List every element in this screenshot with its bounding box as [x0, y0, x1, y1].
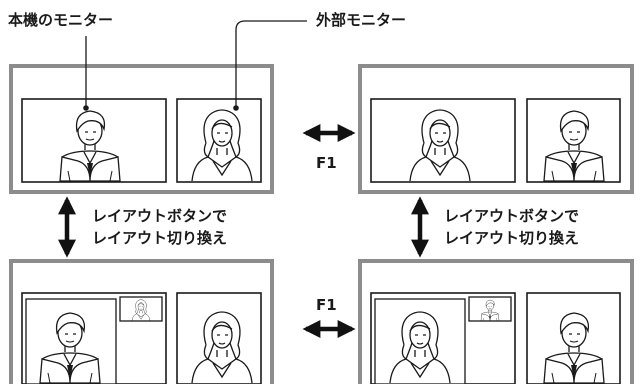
- layout-note-left: レイアウトボタンで レイアウト切り換え: [92, 205, 227, 249]
- layout-note-left-line-1: レイアウトボタンで: [92, 207, 228, 225]
- f1-label-top: F1: [316, 154, 337, 172]
- callout-label-main-monitor: 本機のモニター: [8, 11, 114, 29]
- layout-note-right-line-1: レイアウトボタンで: [444, 207, 580, 225]
- f1-label-bottom: F1: [316, 296, 337, 314]
- layout-note-right: レイアウトボタンで レイアウト切り換え: [444, 205, 579, 249]
- layout-note-right-line-2: レイアウト切り換え: [444, 229, 580, 247]
- callout-dot-main-monitor: [83, 105, 89, 111]
- layout-note-left-line-2: レイアウト切り換え: [92, 229, 228, 247]
- callout-dot-external-monitor: [233, 105, 239, 111]
- callout-label-external-monitor: 外部モニター: [316, 11, 407, 29]
- callout-line-external-monitor: [235, 20, 307, 106]
